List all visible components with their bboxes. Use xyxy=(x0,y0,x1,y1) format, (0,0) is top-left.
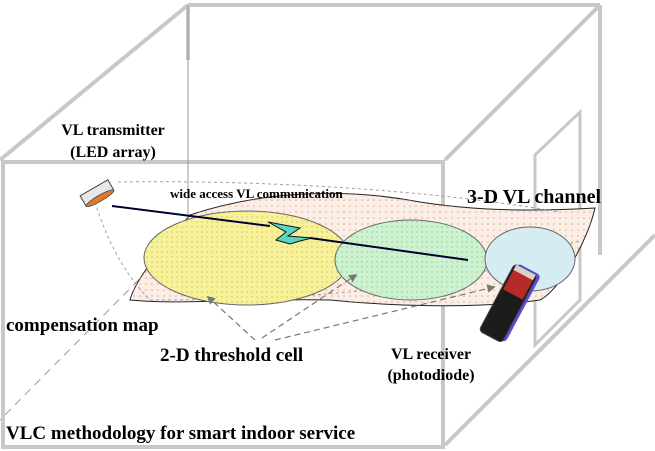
transmitter-label-line1: VL transmitter xyxy=(61,122,165,139)
caption: VLC methodology for smart indoor service xyxy=(6,423,355,444)
led-array-icon xyxy=(79,179,115,208)
transmitter-label-line2: (LED array) xyxy=(70,144,156,161)
compensation-map-label: compensation map xyxy=(6,315,159,336)
room-top-left-diagonal xyxy=(0,3,190,162)
threshold-cell-label: 2-D threshold cell xyxy=(160,345,303,366)
photodiode-phone-icon xyxy=(479,264,540,343)
channel-label: 3-D VL channel xyxy=(467,186,602,208)
door-frame xyxy=(533,108,582,349)
vl-link xyxy=(111,205,469,261)
lightning-bolt-icon xyxy=(267,221,313,245)
wide-access-label: wide access VL communication xyxy=(170,186,343,201)
receiver-label-line2: (photodiode) xyxy=(387,367,474,384)
receiver-label-line1: VL receiver xyxy=(391,346,471,363)
room-bottom-right-diagonal xyxy=(443,233,655,447)
threshold-arrows xyxy=(206,274,496,341)
room-top-right-diagonal xyxy=(443,3,602,162)
